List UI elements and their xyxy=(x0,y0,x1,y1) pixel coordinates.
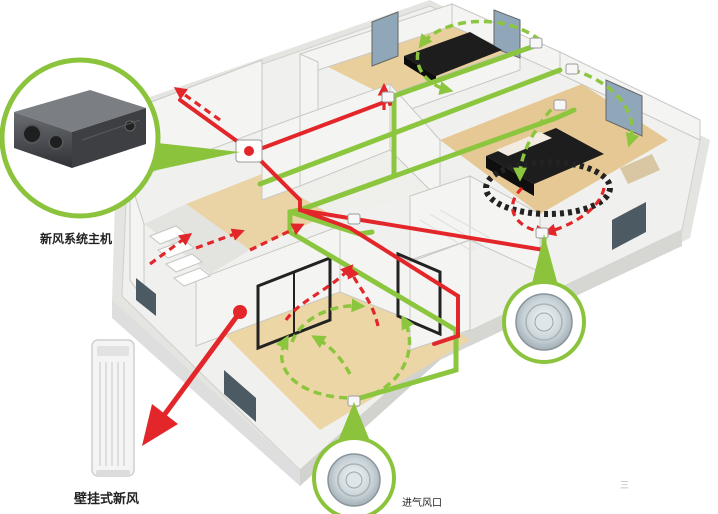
main-unit-callout xyxy=(0,57,240,219)
round-vent-icon xyxy=(502,234,586,364)
ceiling-vents xyxy=(235,37,579,407)
fresh-airflow-arrows xyxy=(275,19,640,400)
ventilation-unit-icon xyxy=(14,90,146,168)
doors-windows xyxy=(136,9,646,422)
wall-purifier-icon xyxy=(91,339,135,477)
corner-watermark: 三 xyxy=(620,481,631,491)
inlet-vent-label: 进气风口 xyxy=(402,498,442,509)
fresh-air-ducts xyxy=(257,41,577,401)
exhaust-outlet-arrow xyxy=(142,305,247,446)
main-unit-label: 新风系统主机 xyxy=(40,232,113,246)
wall-unit-label: 壁挂式新风 xyxy=(74,492,140,507)
round-vent-icon xyxy=(312,402,396,514)
exhaust-air-ducts xyxy=(178,97,546,346)
